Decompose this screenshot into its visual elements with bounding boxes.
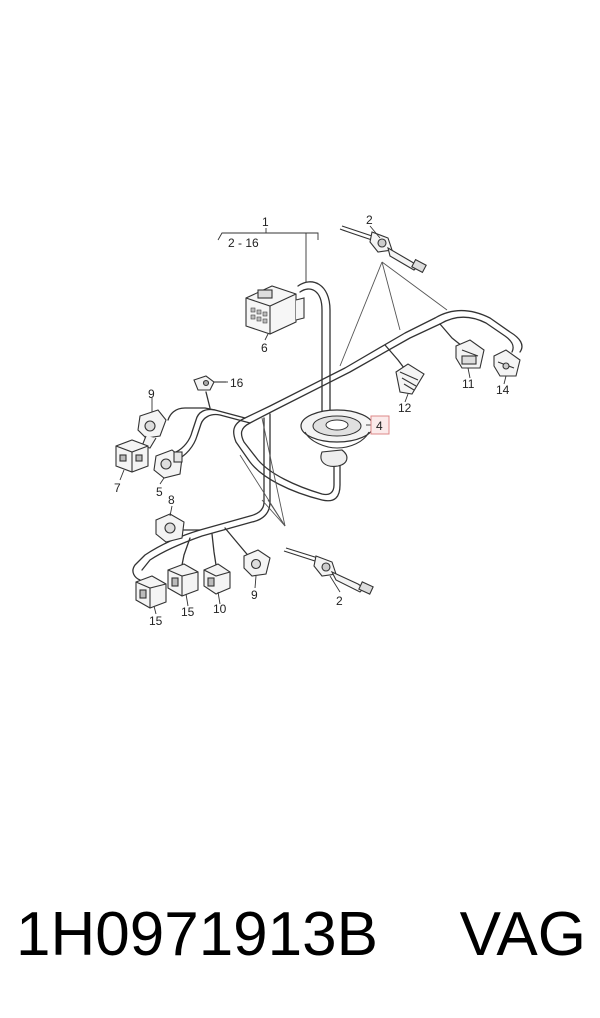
callout-15-b: 15 (181, 605, 195, 619)
cable-tie-2-bottom (283, 547, 374, 595)
connector-14 (493, 349, 521, 377)
brand-name: VAG (459, 900, 586, 969)
part-number: 1H0971913B (16, 900, 378, 969)
connector-15a (135, 575, 167, 609)
callout-12: 12 (398, 401, 412, 415)
callout-14: 14 (496, 383, 510, 397)
cable-tie-2-top (339, 225, 427, 274)
connector-7 (115, 439, 149, 473)
callout-15-a: 15 (149, 614, 163, 628)
connector-10 (203, 563, 231, 595)
callout-6: 6 (261, 341, 268, 355)
callout-5: 5 (156, 485, 163, 499)
connector-6 (245, 285, 305, 335)
callout-16: 16 (230, 376, 244, 390)
callout-9-left: 9 (148, 387, 155, 401)
callout-7: 7 (114, 481, 121, 495)
callout-leaders (119, 225, 507, 615)
wiring-harness-diagram: 1 2 - 16 2 2 4 5 6 7 8 9 9 10 11 12 14 1… (114, 213, 523, 628)
callout-1-range: 2 - 16 (228, 236, 259, 250)
clip-reference-lines (239, 261, 448, 527)
callout-labels: 1 2 - 16 2 2 4 5 6 7 8 9 9 10 11 12 14 1… (114, 213, 510, 628)
connector-16 (193, 375, 226, 391)
callout-2-bottom: 2 (336, 594, 343, 608)
connector-9-left (137, 409, 167, 449)
footer: 1H0971913B VAG (0, 890, 600, 980)
callout-4-highlight (370, 415, 390, 435)
callout-2-top: 2 (366, 213, 373, 227)
connector-5 (153, 449, 183, 479)
callout-8: 8 (168, 493, 175, 507)
connector-12 (395, 363, 425, 395)
connector-15b (167, 563, 199, 597)
connector-11 (455, 339, 485, 369)
connector-9-bottom (243, 549, 271, 577)
connector-8 (155, 513, 185, 543)
callout-1: 1 (262, 215, 269, 229)
callout-10: 10 (213, 602, 227, 616)
callout-11: 11 (462, 377, 475, 391)
grommet-part-4 (300, 409, 374, 467)
callout-4: 4 (376, 419, 383, 433)
callout-9-bottom: 9 (251, 588, 258, 602)
